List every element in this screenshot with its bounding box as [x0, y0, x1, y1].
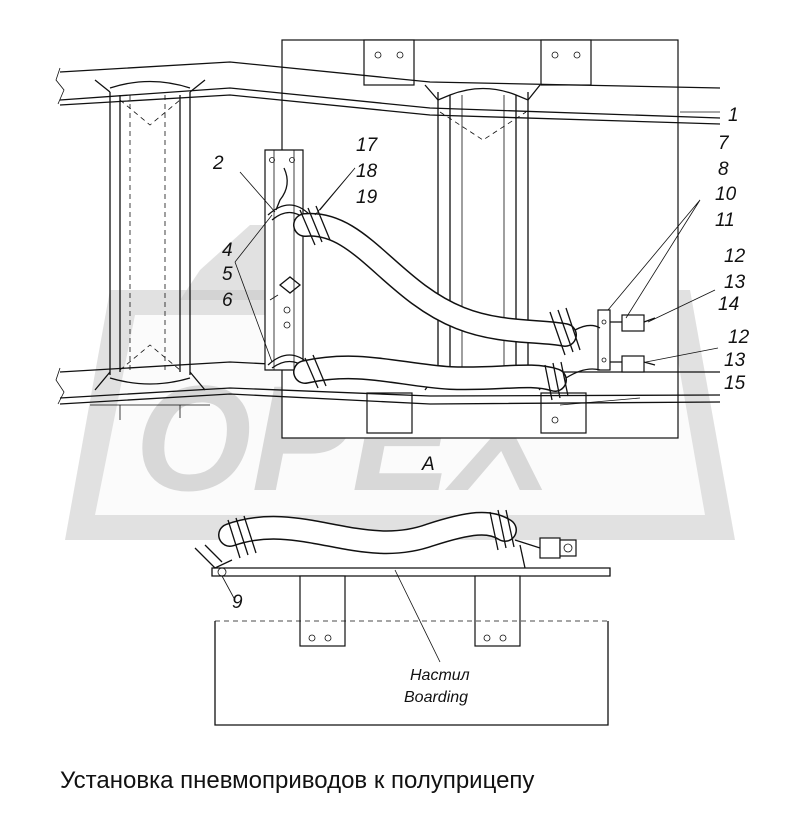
callout-8: 8 — [718, 159, 729, 180]
callout-4: 4 — [222, 240, 233, 261]
deck-bracket-left — [299, 575, 346, 647]
callout-10: 10 — [715, 184, 737, 205]
callout-7: 7 — [718, 133, 730, 154]
upper-assembly — [55, 39, 721, 439]
callout-2: 2 — [212, 153, 224, 174]
callout-14: 14 — [718, 294, 739, 315]
callout-12a: 12 — [724, 246, 746, 267]
plate-bottom-tab-right — [540, 392, 587, 434]
callout-17: 17 — [356, 135, 379, 156]
callout-18: 18 — [356, 161, 378, 182]
label-boarding-en: Boarding — [404, 689, 468, 706]
callout-1: 1 — [728, 105, 739, 126]
plate-top-tab-right — [540, 39, 592, 86]
label-boarding-ru: Настил — [410, 667, 470, 684]
diagram-caption: Установка пневмоприводов к полуприцепу — [60, 767, 534, 794]
callout-19: 19 — [356, 187, 378, 208]
callout-5: 5 — [222, 264, 233, 285]
callout-13b: 13 — [724, 350, 746, 371]
frame-beam-upper — [59, 61, 721, 125]
deck-rail — [211, 567, 611, 577]
callout-labels: 1 7 8 10 11 12 13 14 12 13 15 2 17 18 19… — [212, 105, 750, 475]
cross-member-left — [90, 79, 210, 420]
callout-13a: 13 — [724, 272, 746, 293]
view-a-detail: 9 Настил Boarding — [194, 509, 611, 726]
hose-coupling-lower — [544, 361, 601, 401]
callout-11: 11 — [715, 210, 735, 231]
callout-12b: 12 — [728, 327, 750, 348]
plate-top-tab-left — [363, 39, 415, 86]
callout-6: 6 — [222, 290, 233, 311]
leader-lines — [234, 111, 720, 406]
chassis-body — [214, 621, 609, 726]
callout-9: 9 — [232, 592, 243, 613]
callout-15: 15 — [724, 373, 746, 394]
view-label-a: A — [421, 454, 435, 475]
brake-hose-lower — [293, 354, 567, 392]
bracket-bar — [264, 149, 304, 371]
hose-coupling-upper — [549, 307, 656, 373]
plate-bottom-tab-left — [366, 392, 413, 434]
deck-bracket-right — [474, 575, 521, 647]
